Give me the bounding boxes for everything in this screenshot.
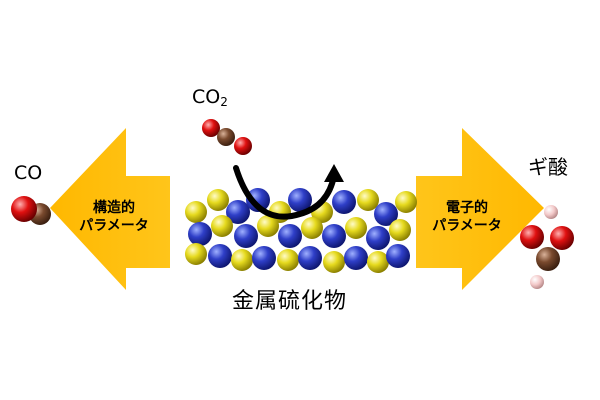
sulfur-atom [345,217,367,239]
metal-atom [278,224,302,248]
sulfur-atom [395,191,417,213]
left-arrow-shape [50,128,170,290]
co2-molecule [202,119,252,155]
sulfur-atom [231,249,253,271]
carbon-atom [536,247,560,271]
sulfur-atom [185,243,207,265]
co2-label: CO2 [192,86,228,109]
metal-atom [188,222,212,246]
curved-arrow-head [324,164,344,182]
metal-atom [344,246,368,270]
metal-atom [226,200,250,224]
metal-atom [298,246,322,270]
structural-parameter-label: 構造的 パラメータ [66,200,162,235]
metal-atom [332,190,356,214]
carbon-atom [217,128,235,146]
sulfur-atom [367,251,389,273]
metal-sulfide-label: 金属硫化物 [232,289,348,314]
electronic-parameter-label: 電子的 パラメータ [416,200,518,235]
co-molecule [11,196,51,225]
co-label: CO [14,162,43,184]
co2-label-main: CO [192,86,221,108]
sulfur-atom [211,215,233,237]
sulfur-atom [257,215,279,237]
metal-atom [366,226,390,250]
sulfur-atom [357,189,379,211]
metal-atom [288,188,312,212]
metal-atom [246,188,270,212]
sulfur-atom [185,201,207,223]
oxygen-atom [550,226,574,250]
sulfur-atom [301,217,323,239]
electronic-parameter-line1: 電子的 [446,200,488,216]
sulfur-atom [277,249,299,271]
metal-atom [208,244,232,268]
metal-atom [234,224,258,248]
formic-acid-label: ギ酸 [528,155,568,179]
sulfur-atom [389,219,411,241]
oxygen-atom [520,225,544,249]
sulfur-atom [323,251,345,273]
hydrogen-atom [530,275,544,289]
right-arrow-shape [416,128,544,290]
metal-atom [386,244,410,268]
curved-reaction-arrow [233,165,337,220]
electronic-parameter-line2: パラメータ [432,217,502,234]
hydrogen-atom [544,205,558,219]
metal-atom [374,202,398,226]
co2-label-subscript: 2 [220,95,228,109]
formic-acid-molecule [520,205,574,289]
oxygen-atom [202,119,220,137]
metal-sulfide-cluster [185,188,417,273]
structural-parameter-line1: 構造的 [93,200,135,216]
oxygen-atom [234,137,252,155]
metal-atom [322,224,346,248]
oxygen-atom [11,196,37,222]
structural-parameter-line2: パラメータ [79,217,149,234]
sulfur-atom [207,189,229,211]
metal-atom [252,246,276,270]
